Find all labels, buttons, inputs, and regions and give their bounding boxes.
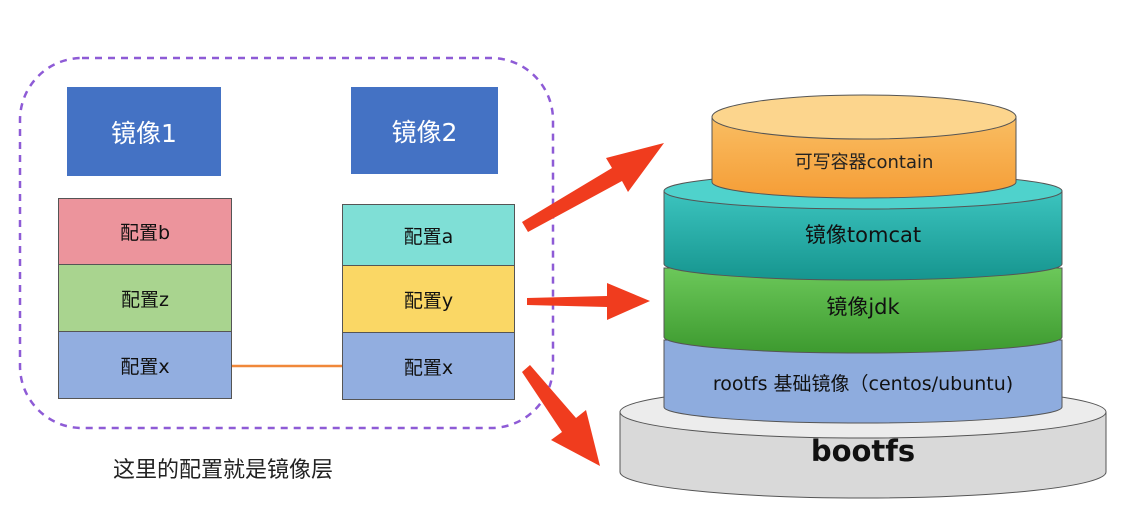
image2-title: 镜像2 <box>351 87 498 174</box>
image1-title: 镜像1 <box>67 87 221 176</box>
image1-layers: 配置b 配置z 配置x <box>58 198 232 399</box>
image2-layer-a: 配置a <box>342 204 515 266</box>
arrow-to-bootfs <box>522 365 600 466</box>
rootfs-layer <box>663 339 1063 424</box>
image1-layer-x: 配置x <box>58 332 232 399</box>
image2-layer-y: 配置y <box>342 266 515 333</box>
bootfs-label: bootfs <box>810 434 916 468</box>
jdk-label: 镜像jdk <box>826 295 900 319</box>
tomcat-label: 镜像tomcat <box>804 223 922 247</box>
image-layers-group <box>18 56 555 430</box>
arrow-to-container <box>522 143 664 232</box>
arrow-to-jdk <box>527 283 650 320</box>
writable-container-cylinder <box>711 94 1017 199</box>
container-label: 可写容器contain <box>794 152 934 173</box>
image1-layer-b: 配置b <box>58 198 232 265</box>
image1-layer-z: 配置z <box>58 265 232 332</box>
group-caption: 这里的配置就是镜像层 <box>113 458 334 483</box>
jdk-layer <box>663 267 1063 354</box>
image2-layers: 配置a 配置y 配置x <box>342 204 515 400</box>
rootfs-label: rootfs 基础镜像（centos/ubuntu) <box>712 373 1014 395</box>
image2-layer-x: 配置x <box>342 333 515 400</box>
